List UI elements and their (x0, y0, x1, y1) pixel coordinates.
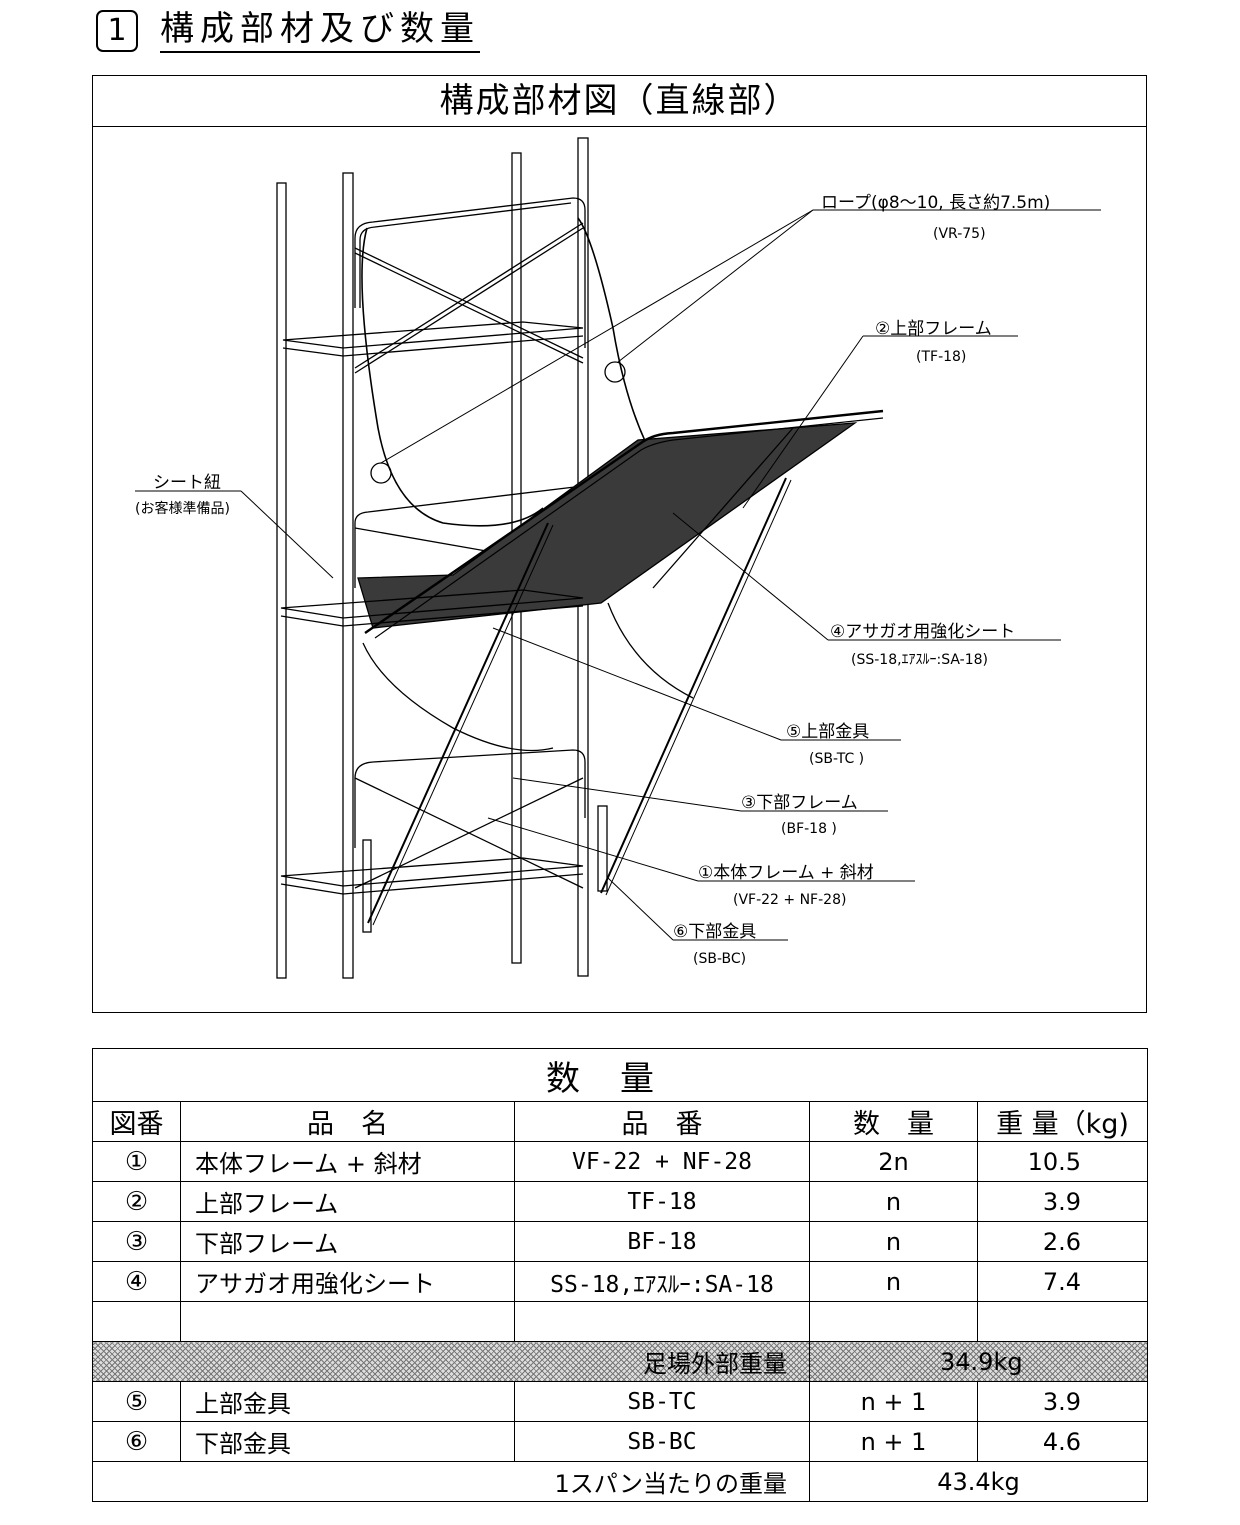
label-upper-frame: ②上部フレーム (875, 319, 992, 339)
table-caption: 数量 (91, 1048, 1149, 1102)
row-qty: n (809, 1261, 978, 1302)
label-main-frame: ①本体フレーム + 斜材 (698, 863, 874, 883)
row-qty: n (809, 1221, 978, 1262)
code-main-frame: (VF-22 + NF-28) (733, 892, 846, 908)
row-qty: n + 1 (809, 1381, 978, 1422)
row-no: ⑥ (92, 1421, 181, 1462)
row-name: 本体フレーム + 斜材 (180, 1141, 515, 1182)
total-label: 1スパン当たりの重量 (92, 1461, 810, 1502)
section-number: 1 (96, 10, 138, 52)
row-weight: 3.9 (976, 1381, 1149, 1422)
table-row: ② 上部フレーム TF-18 n 3.9 (92, 1181, 1149, 1222)
upper-frame-arch-inner (359, 202, 572, 308)
label-lower-frame: ③下部フレーム (741, 793, 858, 813)
row-no: ② (92, 1181, 181, 1222)
header-qty: 数 量 (809, 1101, 978, 1142)
post-2 (342, 172, 354, 979)
row-name: 下部フレーム (180, 1221, 515, 1262)
row-name: 上部フレーム (180, 1181, 515, 1222)
row-weight: 4.6 (976, 1421, 1149, 1462)
table-row: ⑥ 下部金具 SB-BC n + 1 4.6 (92, 1421, 1149, 1462)
code-lower-fitting: (SB-BC) (693, 951, 746, 967)
section-title: 構成部材及び数量 (160, 9, 480, 53)
label-sheet: ④アサガオ用強化シート (830, 622, 1015, 642)
empty-row (92, 1301, 1149, 1342)
code-upper-frame: (TF-18) (916, 349, 966, 365)
label-lower-fitting: ⑥下部金具 (673, 922, 756, 942)
row-code: TF-18 (514, 1181, 810, 1222)
quantity-table: 数量 図番 品 名 品 番 数 量 重 量（kg) ① 本体フレーム + 斜材 … (91, 1048, 1149, 1502)
table-row: ④ アサガオ用強化シート SS-18,ｴｱｽﾙｰ:SA-18 n 7.4 (92, 1261, 1149, 1302)
row-qty: 2n (809, 1141, 978, 1182)
total-value: 43.4kg (808, 1461, 1149, 1502)
row-no: ③ (92, 1221, 181, 1262)
subtotal-row: 足場外部重量 34.9kg (92, 1341, 1149, 1382)
header-code: 品 番 (514, 1101, 810, 1142)
post-1 (276, 182, 287, 979)
row-weight: 2.6 (976, 1221, 1149, 1262)
table-row: ⑤ 上部金具 SB-TC n + 1 3.9 (92, 1381, 1149, 1422)
header-name: 品 名 (180, 1101, 515, 1142)
scaffold-diagram: ロープ(φ8〜10, 長さ約7.5m) (VR-75) ②上部フレーム (TF-… (135, 137, 1101, 979)
diagram-title: 構成部材図（直線部） (93, 76, 1146, 127)
row-code: BF-18 (514, 1221, 810, 1262)
row-weight: 3.9 (976, 1181, 1149, 1222)
row-code: SB-TC (514, 1381, 810, 1422)
table-row: ③ 下部フレーム BF-18 n 2.6 (92, 1221, 1149, 1262)
table-row: ① 本体フレーム + 斜材 VF-22 + NF-28 2n 10.5 (92, 1141, 1149, 1182)
row-no: ⑤ (92, 1381, 181, 1422)
code-sheet: (SS-18,ｴｱｽﾙｰ:SA-18) (851, 652, 988, 668)
header-no: 図番 (92, 1101, 181, 1142)
row-code: VF-22 + NF-28 (514, 1141, 810, 1182)
component-diagram-panel: 構成部材図（直線部） (92, 75, 1147, 1013)
row-no: ④ (92, 1261, 181, 1302)
row-code: SB-BC (514, 1421, 810, 1462)
label-sheet-cord: シート紐 (153, 473, 221, 493)
code-rope: (VR-75) (933, 226, 986, 242)
header-weight: 重 量（kg) (976, 1101, 1149, 1142)
section-heading: 1 構成部材及び数量 (96, 8, 480, 54)
row-no: ① (92, 1141, 181, 1182)
row-name: アサガオ用強化シート (180, 1261, 515, 1302)
row-name: 下部金具 (180, 1421, 515, 1462)
row-name: 上部金具 (180, 1381, 515, 1422)
table-header-row: 図番 品 名 品 番 数 量 重 量（kg) (92, 1101, 1149, 1142)
row-weight: 7.4 (976, 1261, 1149, 1302)
label-upper-fitting: ⑤上部金具 (786, 722, 869, 742)
subtotal-label: 足場外部重量 (92, 1341, 810, 1382)
label-rope: ロープ(φ8〜10, 長さ約7.5m) (821, 193, 1050, 213)
upper-frame-arch (354, 197, 586, 348)
row-qty: n (809, 1181, 978, 1222)
row-code: SS-18,ｴｱｽﾙｰ:SA-18 (514, 1261, 810, 1302)
code-lower-frame: (BF-18 ) (781, 821, 837, 837)
code-upper-fitting: (SB-TC ) (809, 751, 864, 767)
code-sheet-cord: (お客様準備品) (135, 500, 230, 517)
subtotal-value: 34.9kg (808, 1341, 1149, 1382)
total-row: 1スパン当たりの重量 43.4kg (92, 1461, 1149, 1502)
row-weight: 10.5 (976, 1141, 1149, 1182)
row-qty: n + 1 (809, 1421, 978, 1462)
